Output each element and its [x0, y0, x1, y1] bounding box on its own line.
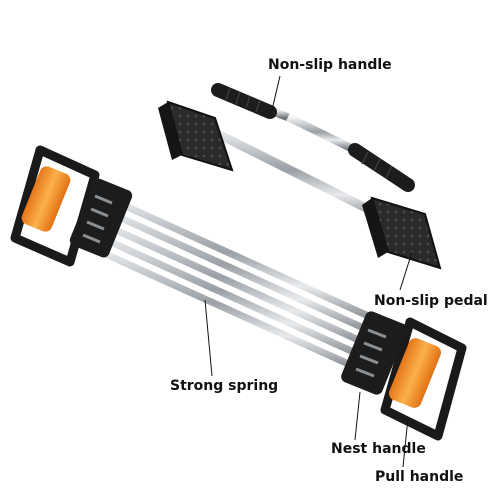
pull-handle-left-frame [10, 145, 100, 267]
nest-hooks-right [355, 328, 387, 378]
spring-5 [77, 238, 377, 380]
spring-3 [83, 212, 387, 356]
leader-nest-handle [354, 391, 361, 441]
pedal-bar [158, 83, 442, 270]
spring-4 [80, 225, 382, 368]
non-slip-grip-left [211, 83, 277, 119]
leader-strong-spring [204, 299, 213, 377]
nest-hooks-left [82, 194, 113, 244]
strong-springs [77, 186, 397, 380]
nest-handle-left [69, 178, 133, 258]
pedal-left-side [158, 102, 182, 160]
spring-assembly [10, 145, 467, 441]
leader-non-slip-pedal [399, 251, 413, 291]
non-slip-grip-right [348, 143, 415, 192]
nest-handle-right [341, 311, 407, 395]
callout-leaders [204, 75, 413, 468]
leader-non-slip-handle [271, 75, 281, 111]
label-non-slip-handle: Non-slip handle [268, 57, 392, 73]
spring-2 [86, 199, 392, 344]
label-non-slip-pedal: Non-slip pedal [374, 293, 488, 309]
leader-pull-handle [402, 417, 409, 468]
handle-rod-mid [286, 113, 357, 154]
label-pull-handle: Pull handle [375, 469, 464, 485]
pull-handle-right-grip [388, 338, 442, 408]
grip-ridges [225, 87, 393, 179]
label-strong-spring: Strong spring [170, 378, 279, 394]
label-nest-handle: Nest handle [331, 441, 426, 457]
pull-handle-right-frame [380, 317, 467, 441]
pedal-right-side [362, 198, 388, 258]
spring-1 [88, 186, 397, 332]
pull-handle-left-grip [21, 166, 71, 232]
